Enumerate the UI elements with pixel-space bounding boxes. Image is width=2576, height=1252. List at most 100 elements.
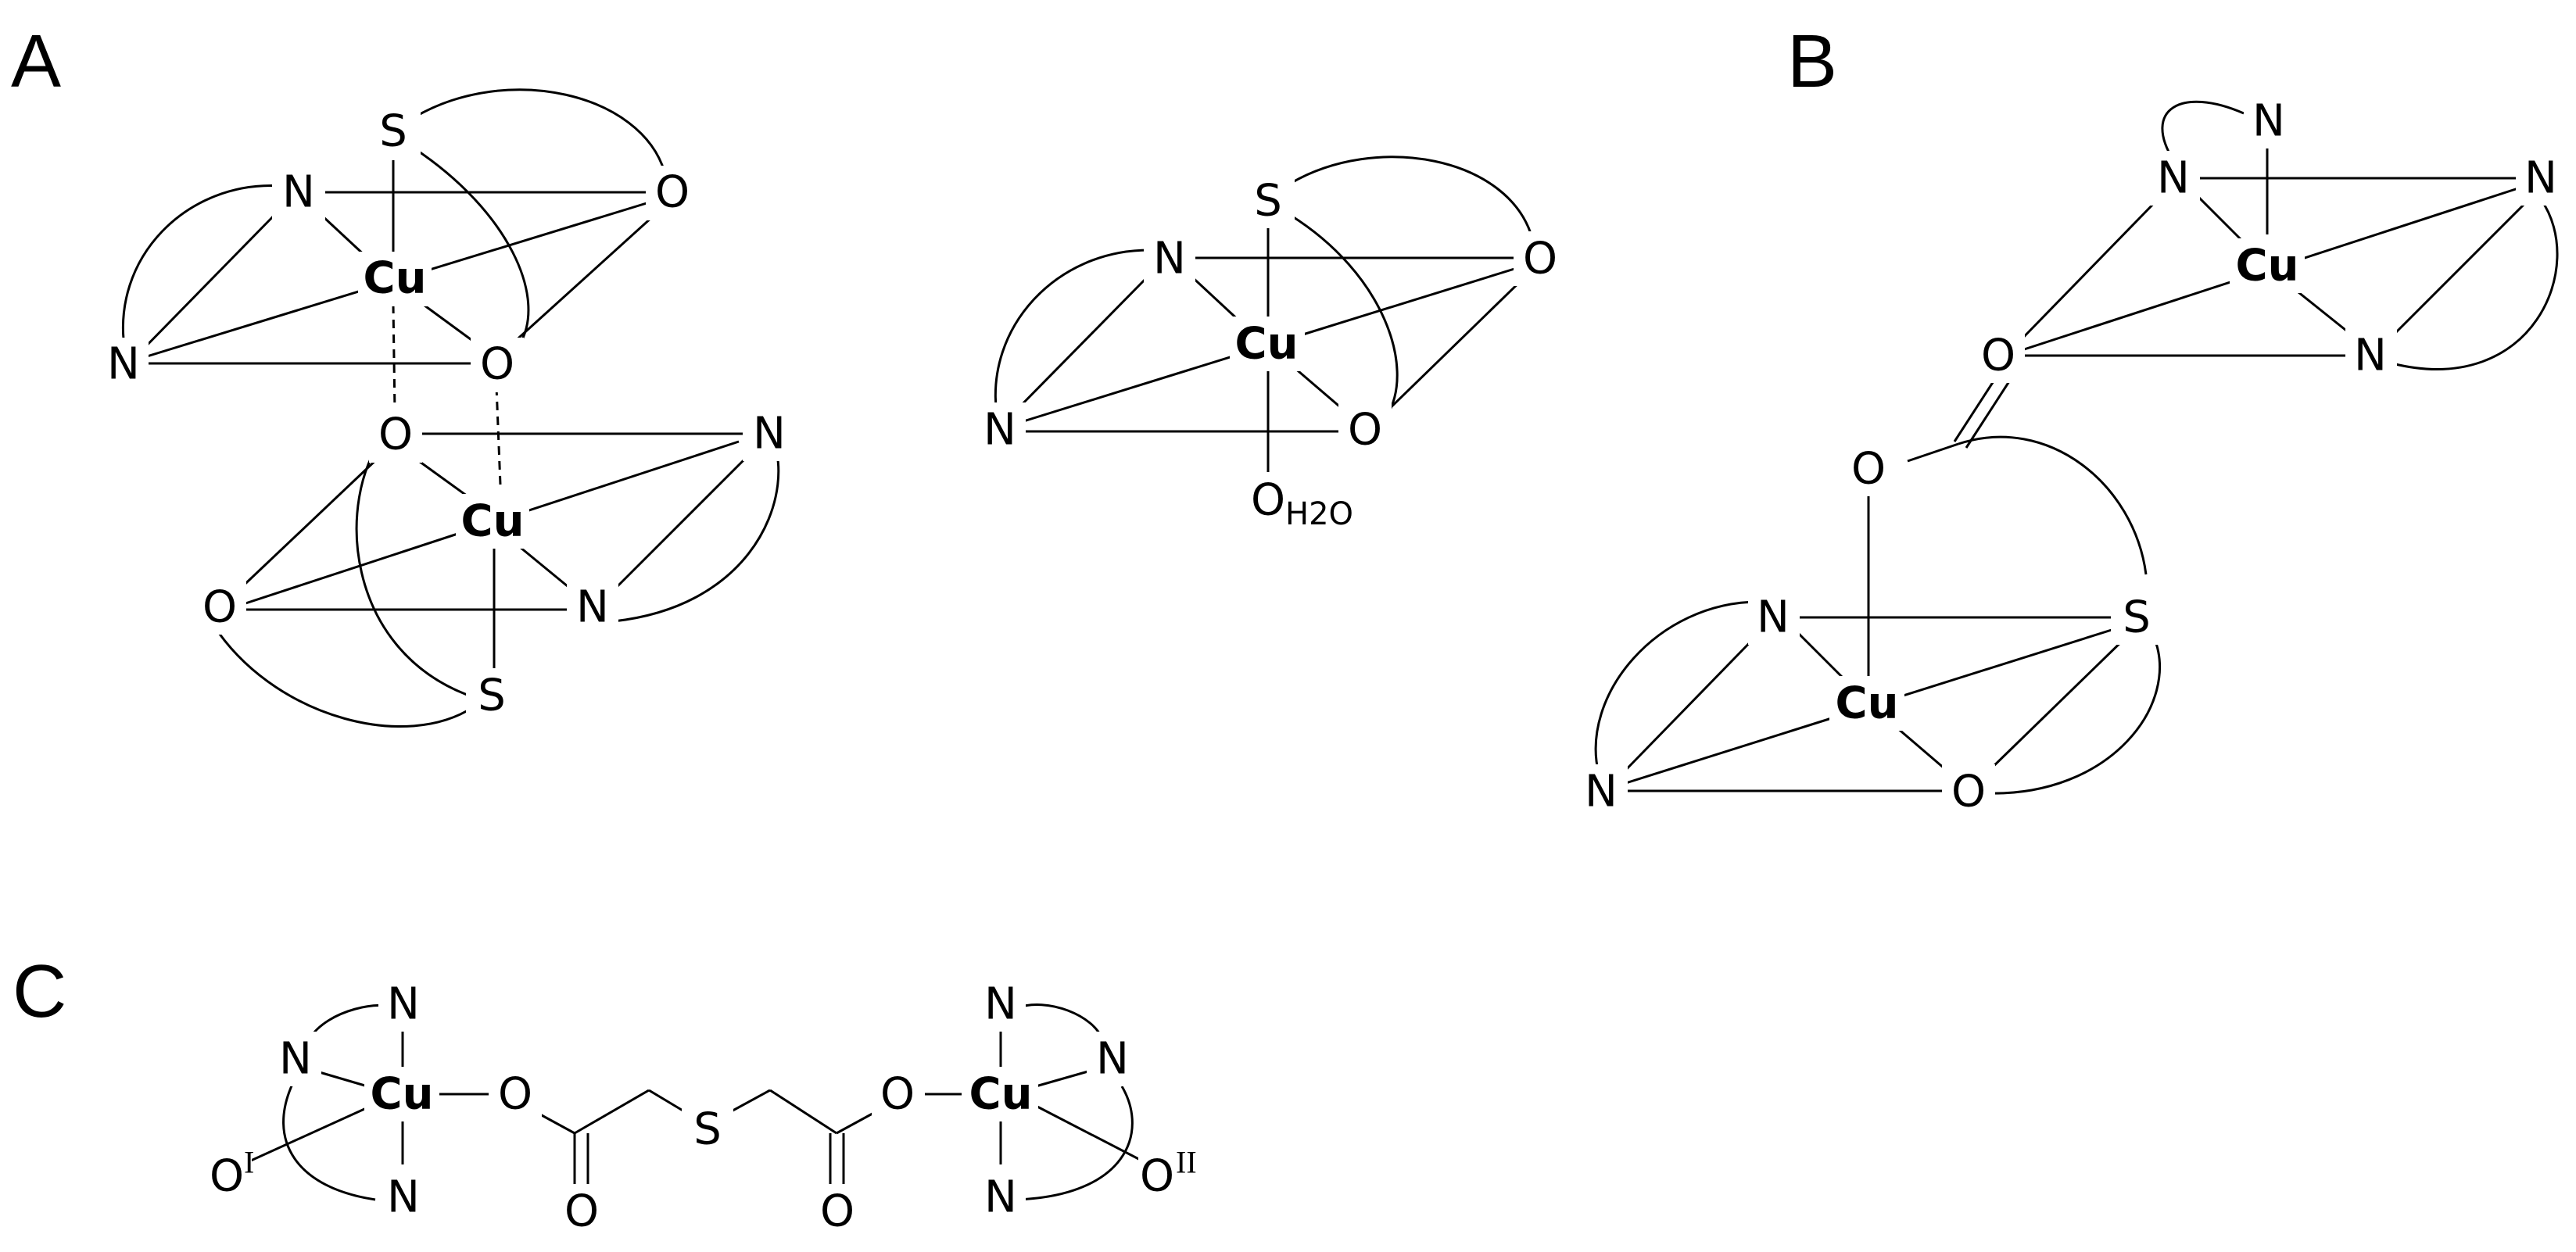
bond-cu-o bbox=[1035, 1104, 1150, 1166]
atom-o: O bbox=[1981, 331, 2015, 381]
panel-b-label: B bbox=[1787, 20, 1837, 103]
atom-n: N bbox=[387, 1172, 420, 1223]
bond-cu-o bbox=[417, 299, 478, 345]
atom-o: O bbox=[480, 339, 514, 390]
atom-s: S bbox=[2123, 592, 2151, 643]
chelate-arc-nn bbox=[994, 249, 1150, 415]
c-right-cu-center bbox=[726, 1003, 1150, 1201]
atom-o-external: O bbox=[210, 1151, 244, 1202]
atom-n: N bbox=[983, 405, 1016, 456]
chelate-arc-so-inner bbox=[414, 147, 530, 345]
chelate-arc-so bbox=[1289, 156, 1534, 239]
atom-o-external: O bbox=[1140, 1151, 1174, 1202]
bond-n-cu bbox=[313, 1069, 368, 1088]
chelate-arc-nn-top bbox=[2161, 100, 2245, 161]
chelate-arc-os-inner bbox=[355, 437, 470, 697]
atom-o: O bbox=[202, 582, 237, 633]
bond-o-o-edge bbox=[233, 452, 385, 596]
dimer-atoms: S N O Cu N O O N Cu O N S bbox=[99, 106, 794, 723]
chelate-arc-nn-bottom bbox=[1016, 1086, 1134, 1201]
external-marker: II bbox=[1176, 1145, 1197, 1180]
chelate-arc-c-s bbox=[1958, 435, 2148, 575]
bond-n-cu bbox=[2195, 194, 2245, 244]
atom-o-carbonyl: O bbox=[820, 1186, 854, 1237]
dimer-top-cu-center bbox=[122, 88, 671, 485]
bond-c-ch2 bbox=[574, 1089, 650, 1135]
atom-o-carbonyl: O bbox=[564, 1186, 599, 1237]
atom-n: N bbox=[279, 1034, 312, 1085]
chelate-arc-so bbox=[414, 88, 666, 173]
atom-cu-metal: Cu bbox=[371, 1069, 434, 1120]
atom-n: N bbox=[2524, 153, 2557, 204]
atom-o: O bbox=[1851, 444, 1886, 495]
atom-n: N bbox=[984, 1172, 1017, 1223]
atom-cu-metal: Cu bbox=[2236, 241, 2299, 292]
b-carboxylate-bridge bbox=[1867, 374, 2148, 680]
bond-o-o-edge bbox=[1382, 272, 1530, 416]
atom-n: N bbox=[576, 582, 609, 633]
bond-cu-n bbox=[2294, 288, 2354, 338]
bridge-bond-dashed bbox=[392, 304, 396, 413]
bond-n-n-edge bbox=[135, 206, 283, 357]
atom-s: S bbox=[379, 106, 407, 157]
chelate-arc-nn bbox=[1594, 600, 1760, 774]
bond-o-o-edge bbox=[511, 208, 662, 345]
bond-c-o-double-2 bbox=[1965, 381, 2011, 449]
atom-o: O bbox=[655, 167, 690, 218]
atom-n: N bbox=[1757, 592, 1790, 643]
water-label: H2O bbox=[1285, 496, 1353, 532]
panel-c-label: C bbox=[13, 950, 66, 1033]
atom-cu-metal: Cu bbox=[1836, 678, 1899, 729]
external-marker: I bbox=[244, 1145, 254, 1180]
atom-n: N bbox=[2252, 96, 2285, 147]
bond-n-cu bbox=[1187, 272, 1245, 326]
atom-n: N bbox=[107, 339, 140, 390]
bond-cu-n bbox=[1035, 1069, 1091, 1088]
bond-n-cu bbox=[1797, 631, 1847, 681]
atom-n: N bbox=[2354, 331, 2387, 381]
b-upper-cu-center bbox=[2015, 100, 2559, 370]
bond-o-s-edge bbox=[1984, 631, 2132, 775]
atom-n: N bbox=[1153, 234, 1186, 284]
bridge-bond-dashed bbox=[495, 386, 502, 485]
atom-o: O bbox=[1951, 767, 1986, 817]
atom-cu-metal: Cu bbox=[364, 253, 427, 304]
bond-ch2-s bbox=[648, 1089, 689, 1115]
chelate-arc-nn bbox=[122, 184, 282, 352]
c-atoms: N N Cu O O I N O S O O N Cu N bbox=[206, 977, 1197, 1239]
atom-s: S bbox=[1254, 176, 1282, 227]
atom-n: N bbox=[1585, 767, 1618, 817]
panel-b: B bbox=[1576, 20, 2567, 819]
bond-n-n-edge bbox=[1617, 631, 1761, 779]
dimer-bottom-cu-center bbox=[217, 413, 780, 728]
chelate-arc-so bbox=[1985, 636, 2162, 795]
atom-cu-metal: Cu bbox=[461, 496, 525, 547]
bond-s-ch2 bbox=[726, 1089, 771, 1115]
bond-n-n-edge bbox=[2387, 194, 2535, 342]
atom-o-water: O bbox=[1251, 475, 1285, 526]
atom-cu-metal: Cu bbox=[1235, 319, 1299, 370]
bond-n-n-edge bbox=[608, 452, 752, 596]
atom-o: O bbox=[1348, 405, 1382, 456]
atom-cu-metal: Cu bbox=[969, 1069, 1033, 1120]
atom-o: O bbox=[880, 1069, 915, 1120]
panel-c: C bbox=[13, 950, 1197, 1239]
atom-n: N bbox=[1096, 1034, 1129, 1085]
bond-n-n-edge bbox=[1007, 274, 1151, 420]
bond-c-o-double-1 bbox=[1953, 374, 1999, 442]
bond-o-cu bbox=[242, 1104, 372, 1166]
atom-o: O bbox=[378, 410, 413, 460]
atom-o: O bbox=[1523, 234, 1557, 284]
atom-o: O bbox=[498, 1069, 532, 1120]
atom-s: S bbox=[693, 1104, 722, 1155]
monomer-cu-center: S N O Cu N O O H2O bbox=[974, 156, 1567, 532]
chelate-arc-nn-right bbox=[2391, 199, 2559, 370]
bond-c-o-single bbox=[1907, 442, 1959, 463]
bond-cu-o bbox=[1895, 725, 1951, 775]
chelate-arc-os bbox=[217, 632, 474, 728]
bond-ch2-c bbox=[769, 1089, 837, 1135]
atom-n: N bbox=[984, 979, 1017, 1030]
panel-a: A bbox=[11, 20, 1567, 728]
atom-n: N bbox=[387, 979, 420, 1030]
